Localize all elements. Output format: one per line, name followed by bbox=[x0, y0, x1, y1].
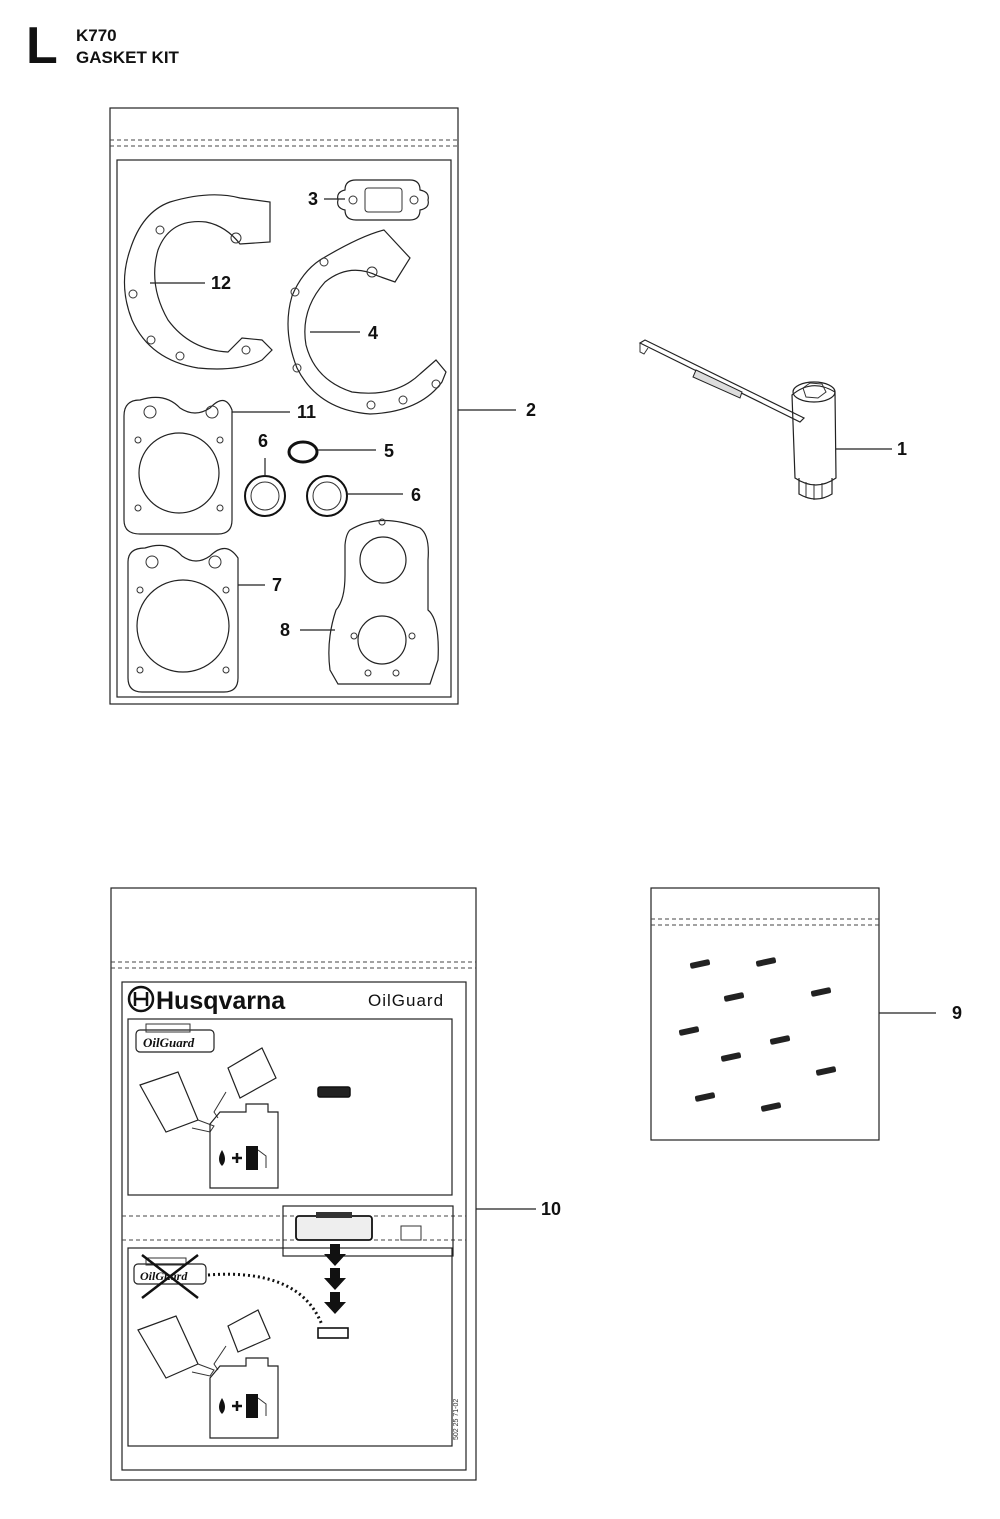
combination-wrench-icon bbox=[638, 339, 837, 500]
oil-bottle-icon-2 bbox=[213, 1309, 271, 1371]
funnel-icon bbox=[139, 1071, 215, 1133]
cylinder-gasket-7 bbox=[127, 544, 239, 693]
funnel-icon-2 bbox=[137, 1315, 215, 1379]
callout-11: 11 bbox=[297, 402, 316, 422]
oil-bottle-icon bbox=[213, 1047, 277, 1119]
crankcase-gasket-4 bbox=[287, 229, 447, 415]
seal-right bbox=[306, 475, 348, 517]
screws bbox=[678, 957, 837, 1112]
dotted-path bbox=[207, 1272, 324, 1326]
screw-bag bbox=[650, 887, 880, 1141]
applied-sticker-icon bbox=[317, 1327, 349, 1339]
callout-6-right: 6 bbox=[411, 485, 421, 505]
callout-4: 4 bbox=[368, 323, 378, 343]
callout-5: 5 bbox=[384, 441, 394, 461]
oilguard-label-icon: OilGuard bbox=[135, 1023, 215, 1053]
crossed-oilguard-label-icon: OilGuard bbox=[133, 1254, 207, 1299]
section-letter: L bbox=[26, 17, 58, 75]
oilguard-decal-bag bbox=[110, 887, 477, 1481]
oilguard-sticker-icon bbox=[317, 1086, 351, 1098]
svg-text:OilGuard: OilGuard bbox=[143, 1035, 195, 1050]
crankcase-gasket-12 bbox=[123, 194, 273, 370]
product-name: OilGuard bbox=[368, 991, 444, 1010]
down-arrow-icon bbox=[324, 1244, 346, 1314]
o-ring bbox=[287, 440, 319, 464]
pump-gasket bbox=[328, 518, 439, 685]
callout-3: 3 bbox=[308, 189, 318, 209]
small-decal-icon bbox=[400, 1225, 422, 1241]
decal-part-code: 502 25 71-02 bbox=[453, 1399, 460, 1440]
page-title: GASKET KIT bbox=[76, 48, 179, 67]
callout-8: 8 bbox=[280, 620, 290, 640]
callout-1: 1 bbox=[897, 439, 907, 459]
callout-7: 7 bbox=[272, 575, 282, 595]
callout-12: 12 bbox=[211, 273, 231, 293]
husqvarna-logo bbox=[127, 985, 155, 1013]
callout-6-left: 6 bbox=[258, 431, 268, 451]
tank-cap-icon bbox=[295, 1212, 373, 1241]
seal-left bbox=[244, 475, 286, 517]
cylinder-gasket-11 bbox=[123, 396, 233, 535]
brand-name: Husqvarna bbox=[156, 987, 286, 1015]
fuel-mix-icon bbox=[209, 1103, 279, 1189]
callout-10: 10 bbox=[541, 1199, 561, 1219]
callout-2: 2 bbox=[526, 400, 536, 420]
fuel-mix-icon-2 bbox=[209, 1357, 279, 1439]
exhaust-gasket bbox=[337, 179, 429, 221]
callout-9: 9 bbox=[952, 1003, 962, 1023]
model-number: K770 bbox=[76, 26, 117, 45]
gasket-kit-bag bbox=[109, 107, 459, 705]
